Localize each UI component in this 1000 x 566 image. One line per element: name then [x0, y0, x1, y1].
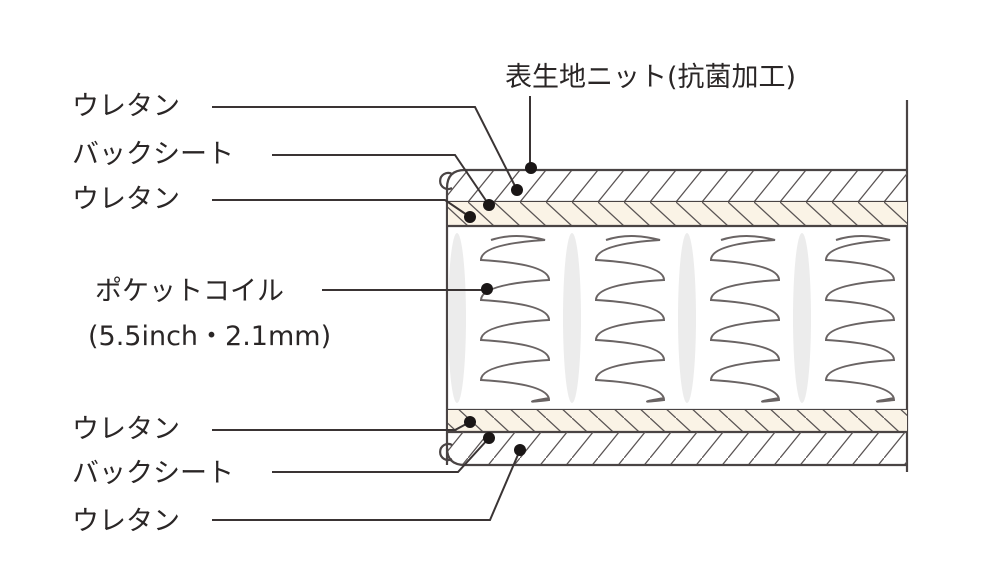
- label-urethane-top-1: ウレタン: [72, 91, 180, 122]
- coil-spring: [479, 235, 551, 403]
- top-urethane-layer: [447, 202, 907, 228]
- label-backsheet-top: バックシート: [72, 139, 234, 170]
- label-outer-knit: 表生地ニット(抗菌加工): [505, 62, 796, 93]
- pocket-coil-zone: [448, 233, 896, 403]
- coil-gap: [678, 233, 696, 403]
- bottom-urethane-layer: [447, 408, 907, 434]
- bottom-knit-layer: [439, 432, 907, 467]
- leader-lines: [212, 96, 537, 521]
- coil-gap: [793, 233, 811, 403]
- coil-spring: [709, 235, 781, 403]
- coil-spring: [594, 235, 666, 403]
- coil-gap: [563, 233, 581, 403]
- coil-gap: [448, 233, 466, 403]
- coil-spring: [824, 235, 896, 403]
- label-coil-spec: (5.5inch・2.1mm): [88, 321, 331, 352]
- label-urethane-bottom-1: ウレタン: [72, 414, 180, 445]
- label-pocket-coil: ポケットコイル: [95, 276, 284, 307]
- label-urethane-top-2: ウレタン: [72, 184, 180, 215]
- label-urethane-bottom-2: ウレタン: [72, 506, 180, 537]
- top-knit-layer: [439, 168, 907, 465]
- label-backsheet-bottom: バックシート: [72, 458, 234, 489]
